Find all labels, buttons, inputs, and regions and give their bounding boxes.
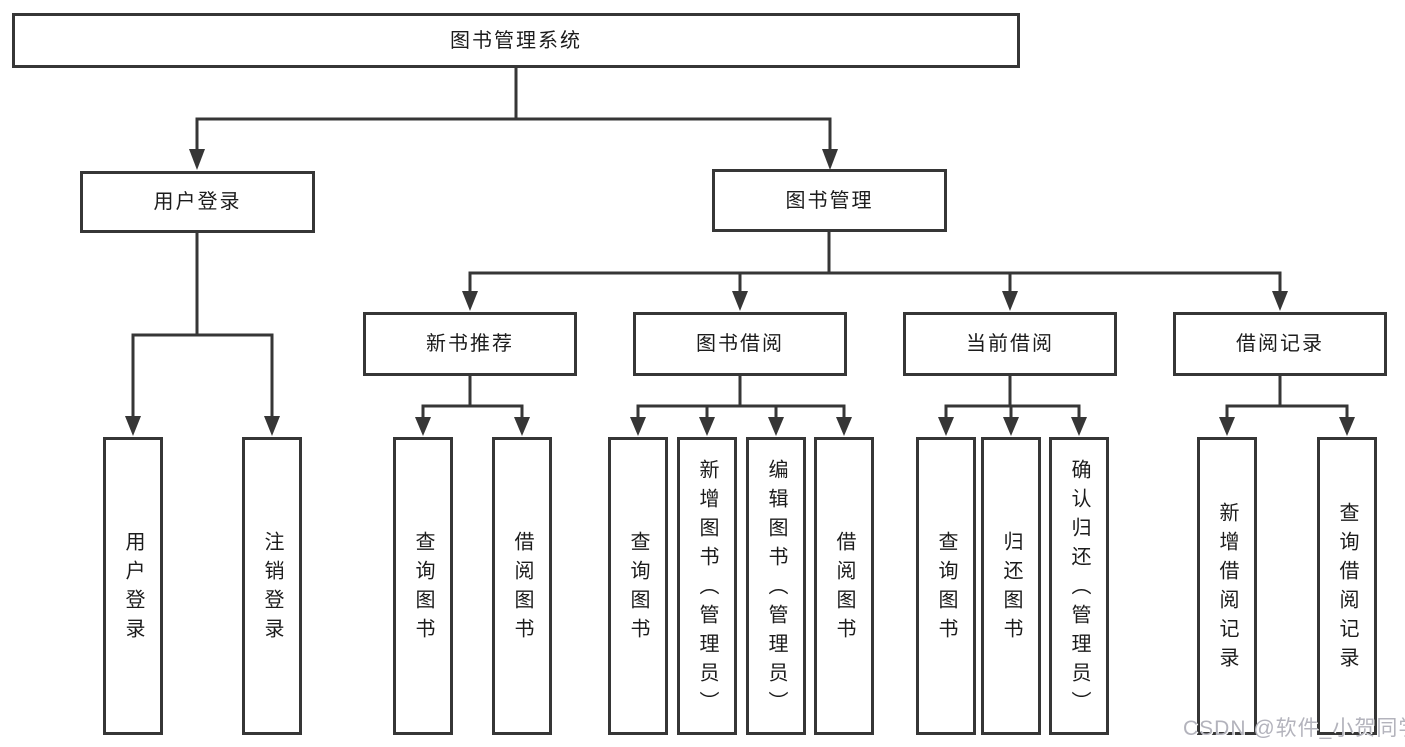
leaf-edit-books-admin: 编辑图书（管理员） — [746, 437, 806, 735]
leaf-return-books: 归还图书 — [981, 437, 1041, 735]
node-library-management-system: 图书管理系统 — [12, 13, 1020, 68]
node-borrowing-records: 借阅记录 — [1173, 312, 1387, 376]
leaf-borrow-books: 借阅图书 — [814, 437, 874, 735]
leaf-add-borrow-record: 新增借阅记录 — [1197, 437, 1257, 735]
leaf-confirm-return-admin: 确认归还（管理员） — [1049, 437, 1109, 735]
leaf-query-borrow-record: 查询借阅记录 — [1317, 437, 1377, 735]
node-new-book-recommend: 新书推荐 — [363, 312, 577, 376]
arrowheads — [125, 149, 1355, 436]
leaf-query-books-recommend: 查询图书 — [393, 437, 453, 735]
leaf-query-books-current: 查询图书 — [916, 437, 976, 735]
leaf-borrow-books-recommend: 借阅图书 — [492, 437, 552, 735]
node-book-management: 图书管理 — [712, 169, 947, 232]
watermark: CSDN @软件_小贺同学 — [1183, 717, 1405, 740]
leaf-user-login: 用户登录 — [103, 437, 163, 735]
leaf-logout: 注销登录 — [242, 437, 302, 735]
node-book-borrowing: 图书借阅 — [633, 312, 847, 376]
node-user-login: 用户登录 — [80, 171, 315, 233]
leaf-query-books-borrowing: 查询图书 — [608, 437, 668, 735]
node-current-borrowing: 当前借阅 — [903, 312, 1117, 376]
leaf-add-books-admin: 新增图书（管理员） — [677, 437, 737, 735]
